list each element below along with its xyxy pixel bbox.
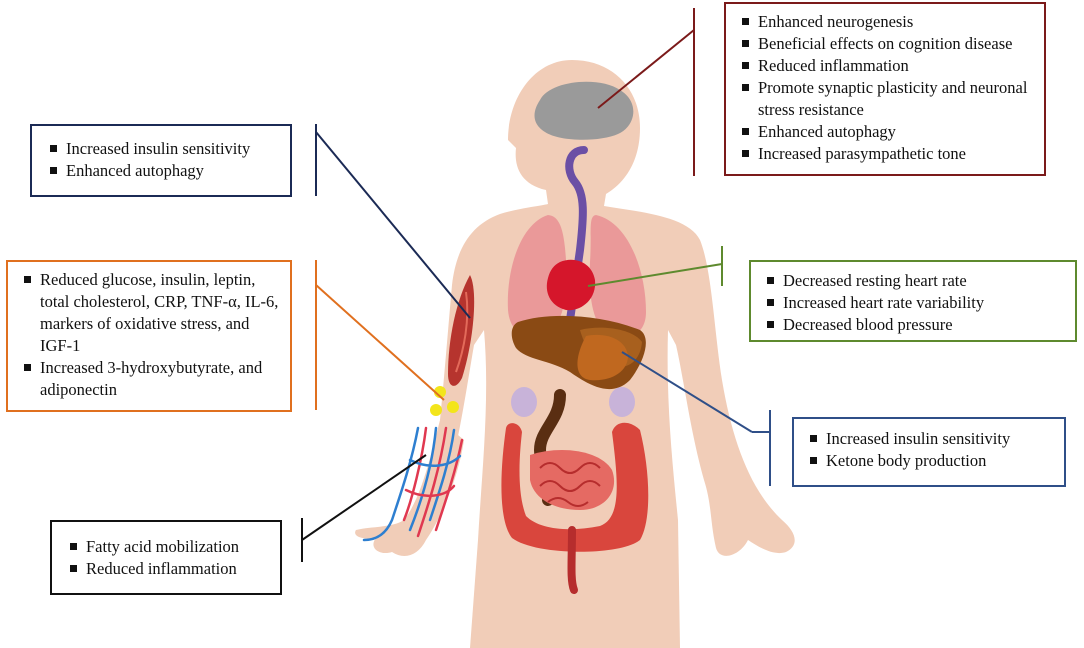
arm xyxy=(355,420,464,556)
brain-effect-item: Enhanced autophagy xyxy=(740,121,1036,143)
adipose-effects-box: Fatty acid mobilization Reduced inflamma… xyxy=(50,520,282,595)
rectum xyxy=(567,526,578,594)
muscle-effect-item: Enhanced autophagy xyxy=(48,160,282,182)
brain-effect-item: Reduced inflammation xyxy=(740,55,1036,77)
left-kidney xyxy=(511,387,537,417)
brain-effect-item: Enhanced neurogenesis xyxy=(740,11,1036,33)
liver-effect-item: Increased insulin sensitivity xyxy=(808,428,1056,450)
connector-heart xyxy=(587,246,723,287)
adipose-effect-item: Fatty acid mobilization xyxy=(68,536,272,558)
liver-effects-box: Increased insulin sensitivity Ketone bod… xyxy=(792,417,1066,487)
connector-brain xyxy=(597,8,695,176)
heart xyxy=(546,259,596,311)
heart-effect-item: Decreased blood pressure xyxy=(765,314,1067,336)
muscle-effects-box: Increased insulin sensitivity Enhanced a… xyxy=(30,124,292,197)
fat-dots xyxy=(430,386,459,416)
brain-effects-box: Enhanced neurogenesis Beneficial effects… xyxy=(724,2,1046,176)
adipose-effect-item: Reduced inflammation xyxy=(68,558,272,580)
blood-effects-box: Reduced glucose, insulin, leptin, total … xyxy=(6,260,292,412)
small-intestine xyxy=(530,450,615,510)
brain-effect-item: Increased parasympathetic tone xyxy=(740,143,1036,165)
blood-effect-item: Increased 3-hydroxybutyrate, and adipone… xyxy=(22,357,282,401)
liver-effect-item: Ketone body production xyxy=(808,450,1056,472)
heart-effect-item: Increased heart rate variability xyxy=(765,292,1067,314)
muscle-effect-item: Increased insulin sensitivity xyxy=(48,138,282,160)
intestine-folds xyxy=(539,462,601,507)
vessels xyxy=(362,426,464,542)
vagus-nerve xyxy=(565,146,588,324)
heart-effects-box: Decreased resting heart rate Increased h… xyxy=(749,260,1077,342)
left-lung xyxy=(507,215,567,336)
connector-liver xyxy=(621,351,771,486)
stomach xyxy=(577,334,628,381)
brain xyxy=(534,81,634,140)
right-kidney xyxy=(609,387,635,417)
connector-fat xyxy=(301,454,427,562)
connector-blood xyxy=(315,260,445,410)
blood-effect-item: Reduced glucose, insulin, leptin, total … xyxy=(22,269,282,357)
heart-effect-item: Decreased resting heart rate xyxy=(765,270,1067,292)
large-intestine xyxy=(501,422,649,552)
muscle-highlight xyxy=(455,291,469,373)
right-lung xyxy=(589,215,646,338)
connector-muscle xyxy=(315,124,471,319)
brain-effect-item: Beneficial effects on cognition disease xyxy=(740,33,1036,55)
brain-effect-item: Promote synaptic plasticity and neuronal… xyxy=(740,77,1036,121)
